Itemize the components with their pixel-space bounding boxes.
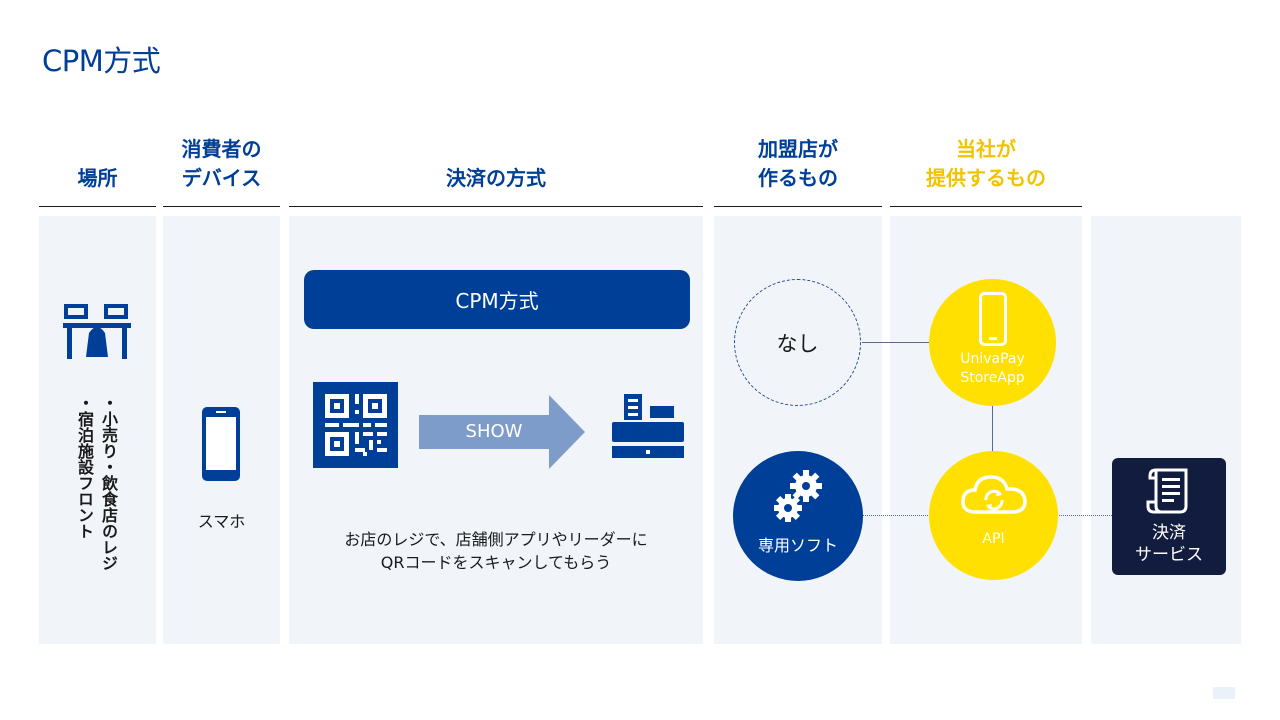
header-divider bbox=[289, 206, 703, 207]
api-label: API bbox=[982, 531, 1005, 547]
method-pill-label: CPM方式 bbox=[455, 289, 539, 313]
panel-place bbox=[39, 216, 156, 644]
none-label: なし bbox=[776, 331, 819, 356]
show-arrow bbox=[419, 395, 585, 469]
header-method-label: 決済の方式 bbox=[446, 166, 546, 190]
header-device: 消費者の デバイス bbox=[163, 135, 280, 193]
header-merchant-line1: 加盟店が bbox=[758, 137, 838, 161]
smartphone-icon bbox=[978, 291, 1007, 346]
device-label: スマホ bbox=[197, 512, 246, 531]
dedicated-software-circle: 専用ソフト bbox=[733, 451, 863, 581]
place-item-hotel: ・宿泊施設フロント bbox=[75, 395, 94, 539]
settlement-service-box: 決済 サービス bbox=[1112, 458, 1226, 575]
header-method: 決済の方式 bbox=[289, 164, 703, 193]
connector-app-api bbox=[992, 406, 993, 452]
method-description: お店のレジで、店舗側アプリやリーダーに QRコードをスキャンしてもらう bbox=[289, 528, 703, 574]
settlement-label-line2: サービス bbox=[1135, 545, 1203, 565]
header-place-label: 場所 bbox=[77, 166, 118, 190]
header-divider bbox=[163, 206, 280, 207]
storeapp-circle: UnivaPay StoreApp bbox=[929, 279, 1056, 406]
header-merchant: 加盟店が 作るもの bbox=[714, 135, 882, 193]
settlement-label-line1: 決済 bbox=[1152, 523, 1186, 543]
corner-mark bbox=[1213, 687, 1235, 699]
panel-settlement bbox=[1091, 216, 1241, 644]
method-description-line2: QRコードをスキャンしてもらう bbox=[380, 553, 612, 572]
connector-api-settlement bbox=[1056, 515, 1112, 516]
storeapp-label-line2: StoreApp bbox=[960, 369, 1025, 386]
place-item-retail: ・小売り・飲食店のレジ bbox=[99, 395, 118, 571]
place-list: ・小売り・飲食店のレジ ・宿泊施設フロント bbox=[72, 395, 120, 615]
storeapp-label-line1: UnivaPay bbox=[960, 350, 1025, 367]
none-circle: なし bbox=[734, 279, 861, 406]
page-title: CPM方式 bbox=[42, 44, 161, 78]
method-description-line1: お店のレジで、店舗側アプリやリーダーに bbox=[344, 530, 648, 549]
dedicated-software-label: 専用ソフト bbox=[757, 536, 838, 555]
cash-register-icon bbox=[612, 394, 684, 458]
cloud-sync-icon bbox=[960, 475, 1027, 514]
header-divider bbox=[39, 206, 156, 207]
connector-software-api bbox=[862, 515, 930, 516]
receipt-scroll-icon bbox=[1146, 468, 1188, 514]
show-arrow-label: SHOW bbox=[465, 421, 523, 442]
method-pill: CPM方式 bbox=[304, 270, 690, 329]
header-company: 当社が 提供するもの bbox=[890, 135, 1082, 193]
api-circle: API bbox=[929, 451, 1058, 580]
header-merchant-line2: 作るもの bbox=[758, 166, 838, 190]
header-device-line2: デバイス bbox=[181, 166, 262, 190]
qr-code-icon bbox=[313, 382, 398, 468]
gears-icon bbox=[774, 470, 822, 522]
header-company-line1: 当社が bbox=[956, 137, 1016, 161]
header-device-line1: 消費者の bbox=[181, 137, 262, 161]
header-divider bbox=[714, 206, 882, 207]
dining-table-icon bbox=[63, 304, 131, 359]
header-divider bbox=[890, 206, 1082, 207]
header-company-line2: 提供するもの bbox=[926, 166, 1046, 190]
connector-none-app bbox=[862, 342, 930, 343]
header-place: 場所 bbox=[39, 164, 156, 193]
smartphone-icon bbox=[202, 407, 240, 481]
